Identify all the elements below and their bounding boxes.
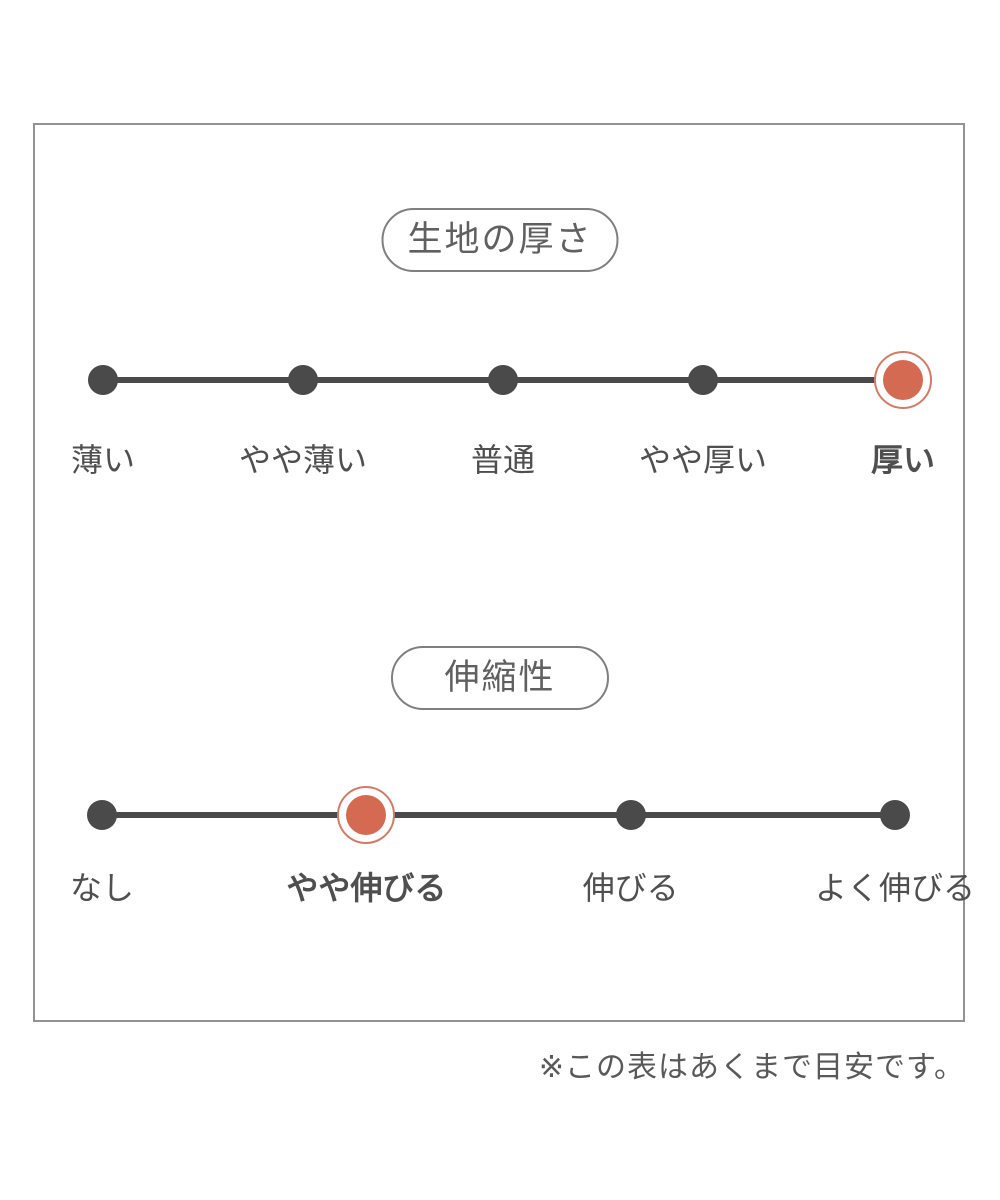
selected-value-dot	[874, 351, 932, 409]
scale-dot	[88, 365, 118, 395]
scale-option-label: よく伸びる	[814, 870, 976, 906]
scale-option-label-selected: やや伸びる	[286, 870, 447, 906]
selected-value-dot-inner	[346, 795, 387, 835]
stretch-scale-track	[87, 786, 910, 844]
thickness-scale-labels: 薄い やや薄い 普通 やや厚い 厚い	[71, 441, 935, 485]
scale-option-label: 薄い	[70, 442, 136, 478]
scale-dot	[880, 800, 910, 830]
selected-value-dot-inner	[883, 360, 923, 400]
selected-value-dot	[337, 786, 396, 844]
guide-box-border	[33, 123, 965, 1022]
scale-option-label: なし	[69, 870, 135, 906]
scale-dot	[688, 365, 718, 395]
thickness-title: 生地の厚さ	[407, 220, 593, 259]
scale-dot	[615, 800, 646, 830]
footnote: ※この表はあくまで目安です。	[538, 1051, 965, 1084]
scale-option-label: やや厚い	[638, 442, 768, 478]
scale-option-label-selected: 厚い	[870, 442, 936, 478]
scale-option-label: 普通	[470, 442, 536, 478]
thickness-scale-track	[88, 351, 932, 409]
stretch-title-pill: 伸縮性	[391, 646, 609, 710]
scale-option-label: 伸びる	[582, 870, 679, 906]
stretch-title: 伸縮性	[444, 658, 556, 697]
scale-option-label: やや薄い	[238, 442, 368, 478]
scale-dot	[87, 800, 117, 830]
stretch-scale-labels: なし やや伸びる 伸びる よく伸びる	[70, 869, 975, 913]
scale-dot	[488, 365, 518, 395]
scale-dot	[288, 365, 318, 395]
thickness-title-pill: 生地の厚さ	[381, 208, 619, 272]
